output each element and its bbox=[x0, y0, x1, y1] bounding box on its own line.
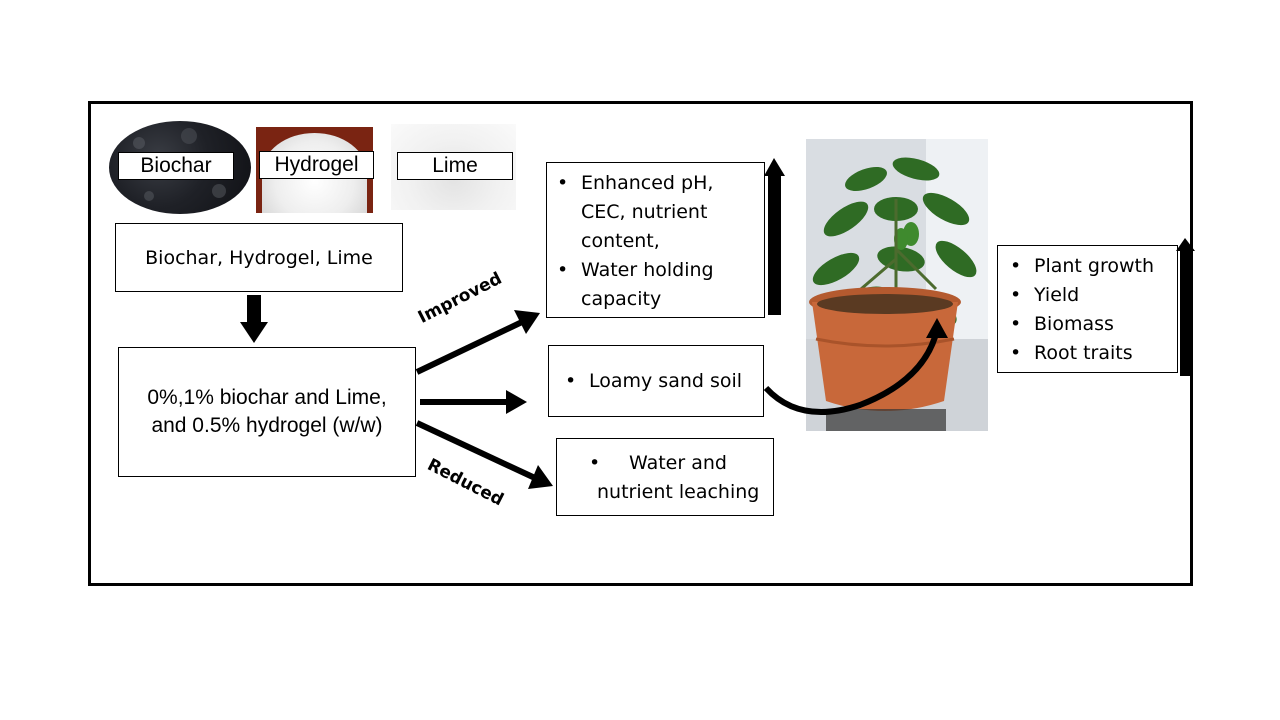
increase-arrow bbox=[764, 158, 785, 315]
soil-to-plant-arrow bbox=[763, 318, 948, 416]
treatment-line-2: and 0.5% hydrogel (w/w) bbox=[151, 414, 383, 437]
treatment-box: 0%,1% biochar and Lime, and 0.5% hydroge… bbox=[118, 347, 416, 477]
reduced-box: • Water and nutrient leaching bbox=[556, 438, 774, 516]
outcome-item: Root traits bbox=[1004, 339, 1177, 368]
lime-label: Lime bbox=[397, 152, 513, 180]
materials-box-text: Biochar, Hydrogel, Lime bbox=[145, 246, 373, 269]
diagram-frame bbox=[88, 101, 1193, 586]
reduced-line-1: Water and bbox=[629, 452, 727, 474]
soil-box: Loamy sand soil bbox=[548, 345, 764, 417]
biochar-label: Biochar bbox=[118, 152, 234, 180]
down-arrow bbox=[240, 295, 268, 343]
outcome-item: Yield bbox=[1004, 281, 1177, 310]
improved-properties-box: Enhanced pH, CEC, nutrient content, Wate… bbox=[546, 162, 765, 318]
improved-item-1: Enhanced pH, CEC, nutrient content, bbox=[551, 169, 760, 256]
soil-arrow bbox=[420, 390, 527, 414]
reduced-line-2: nutrient leaching bbox=[597, 481, 760, 503]
outcome-item: Plant growth bbox=[1004, 252, 1177, 281]
improved-arrow bbox=[415, 310, 540, 375]
outcomes-increase-arrow bbox=[1176, 238, 1195, 376]
hydrogel-label: Hydrogel bbox=[259, 151, 374, 179]
improved-item-2: Water holding capacity bbox=[551, 256, 760, 314]
outcomes-box: Plant growth Yield Biomass Root traits bbox=[997, 245, 1178, 373]
treatment-line-1: 0%,1% biochar and Lime, bbox=[147, 386, 387, 409]
materials-box: Biochar, Hydrogel, Lime bbox=[115, 223, 403, 292]
outcome-item: Biomass bbox=[1004, 310, 1177, 339]
reduced-arrow bbox=[415, 420, 553, 489]
soil-item: Loamy sand soil bbox=[559, 370, 742, 392]
